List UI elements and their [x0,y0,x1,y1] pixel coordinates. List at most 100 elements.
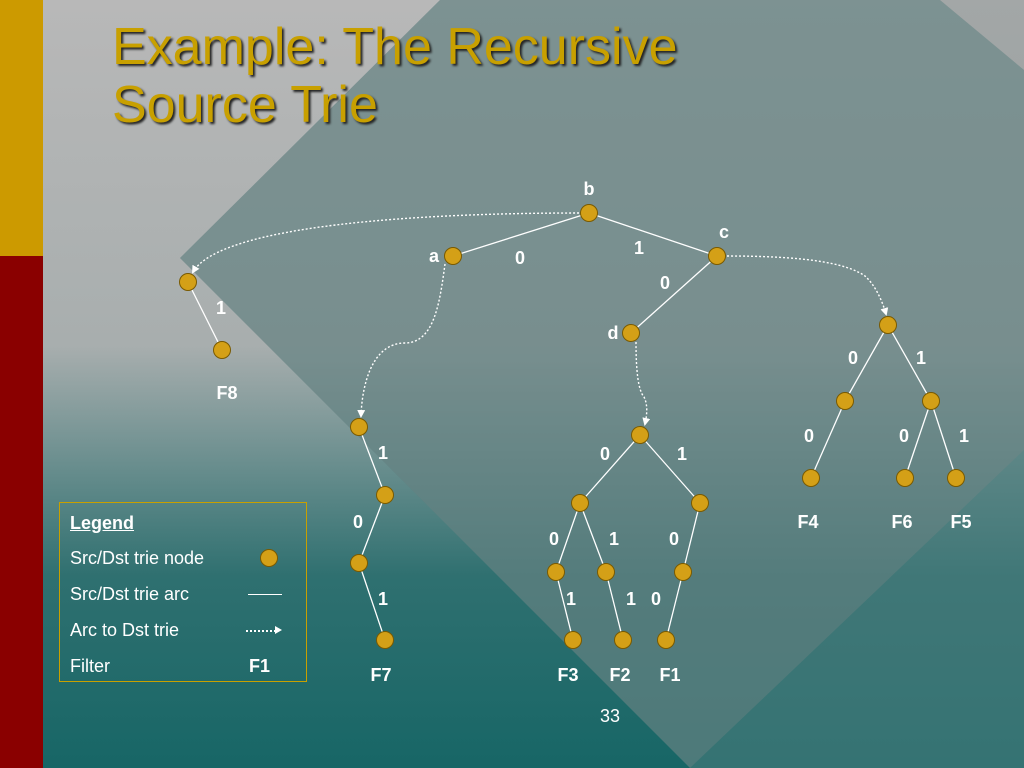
trie-node [564,631,582,649]
accent-bar-gold [0,0,43,256]
solid-line-icon [248,594,282,595]
trie-node [350,554,368,572]
trie-arc [682,502,701,573]
legend-item-filter: Filter F1 [70,654,296,678]
trie-arc [588,212,718,257]
node-name-label: d [608,323,619,343]
arc-label: 1 [677,444,687,464]
legend-item-arc: Src/Dst trie arc [70,582,296,606]
trie-arc [187,281,223,351]
dst-trie-links [191,212,889,426]
trie-arc [639,434,701,504]
arc-label: 0 [669,529,679,549]
filter-label: F8 [216,383,237,403]
arc-label: 1 [634,238,644,258]
trie-arcs [187,212,957,641]
trie-node [376,631,394,649]
trie-arc [579,434,641,504]
arc-label: 0 [651,589,661,609]
arc-label: 0 [848,348,858,368]
legend-item-label: Filter [70,656,110,676]
background-grey-diamond [180,0,1024,768]
trie-node [947,469,965,487]
slide-title-line-2: Source Trie [112,76,378,134]
filter-label: F7 [370,665,391,685]
arc-label: 1 [626,589,636,609]
filter-label: F4 [797,512,818,532]
trie-node [213,341,231,359]
trie-node [631,426,649,444]
trie-arc [579,502,607,573]
legend-box: Legend Src/Dst trie node Src/Dst trie ar… [59,502,307,682]
dst-trie-arc [635,341,651,426]
arc-label: 0 [600,444,610,464]
trie-arc [358,426,386,496]
arc-label: 1 [378,443,388,463]
slide-title-line-1: Example: The Recursive [112,18,678,76]
arc-label: 1 [378,589,388,609]
trie-arc [555,502,581,573]
trie-arc [358,562,386,641]
legend-item-dst-link: Arc to Dst trie [70,618,296,642]
node-name-label: a [429,246,440,266]
arc-label: 1 [609,529,619,549]
trie-node [350,418,368,436]
trie-arc [452,212,590,257]
trie-node [896,469,914,487]
legend-item-label: Src/Dst trie node [70,548,205,568]
trie-nodes [179,204,965,649]
arc-label: 1 [566,589,576,609]
trie-node [836,392,854,410]
arc-label: 0 [353,512,363,532]
trie-node [376,486,394,504]
background-teal-diamond [180,0,1024,768]
trie-node [179,273,197,291]
filter-label: F2 [609,665,630,685]
legend-item-label: Arc to Dst trie [70,620,180,640]
slide-title: Example: The Recursive Source Trie [112,18,678,134]
trie-node [657,631,675,649]
trie-arc [665,571,684,641]
trie-node [622,324,640,342]
node-icon [260,549,278,567]
arc-label: 1 [959,426,969,446]
filter-label: F6 [891,512,912,532]
trie-arc [358,494,386,564]
arrowhead-icon [275,626,282,634]
trie-node [597,563,615,581]
filter-label: F3 [557,665,578,685]
arc-label: 1 [916,348,926,368]
trie-node [571,494,589,512]
trie-arc [555,571,574,641]
trie-node [708,247,726,265]
trie-node [547,563,565,581]
accent-bar-red [0,256,43,768]
page-number: 33 [599,706,621,726]
filter-label: F1 [659,665,680,685]
legend-filter-symbol: F1 [248,656,270,676]
trie-node [879,316,897,334]
legend-item-label: Src/Dst trie arc [70,584,190,604]
trie-arc [887,324,932,402]
trie-node [922,392,940,410]
arc-label: 0 [899,426,909,446]
arc-label: 0 [549,529,559,549]
trie-node [802,469,820,487]
arc-label: 1 [216,298,226,318]
node-name-label: c [719,222,729,242]
trie-arc [810,400,846,479]
trie-node [614,631,632,649]
trie-node [580,204,598,222]
trie-arc [904,400,932,479]
arc-label: 0 [804,426,814,446]
trie-arc [630,255,718,334]
arc-label: 0 [515,248,525,268]
legend-title: Legend [70,513,135,533]
node-name-label: b [584,179,595,199]
dst-trie-arc [357,263,446,418]
trie-arc [605,571,624,641]
dotted-line-icon [246,630,276,632]
